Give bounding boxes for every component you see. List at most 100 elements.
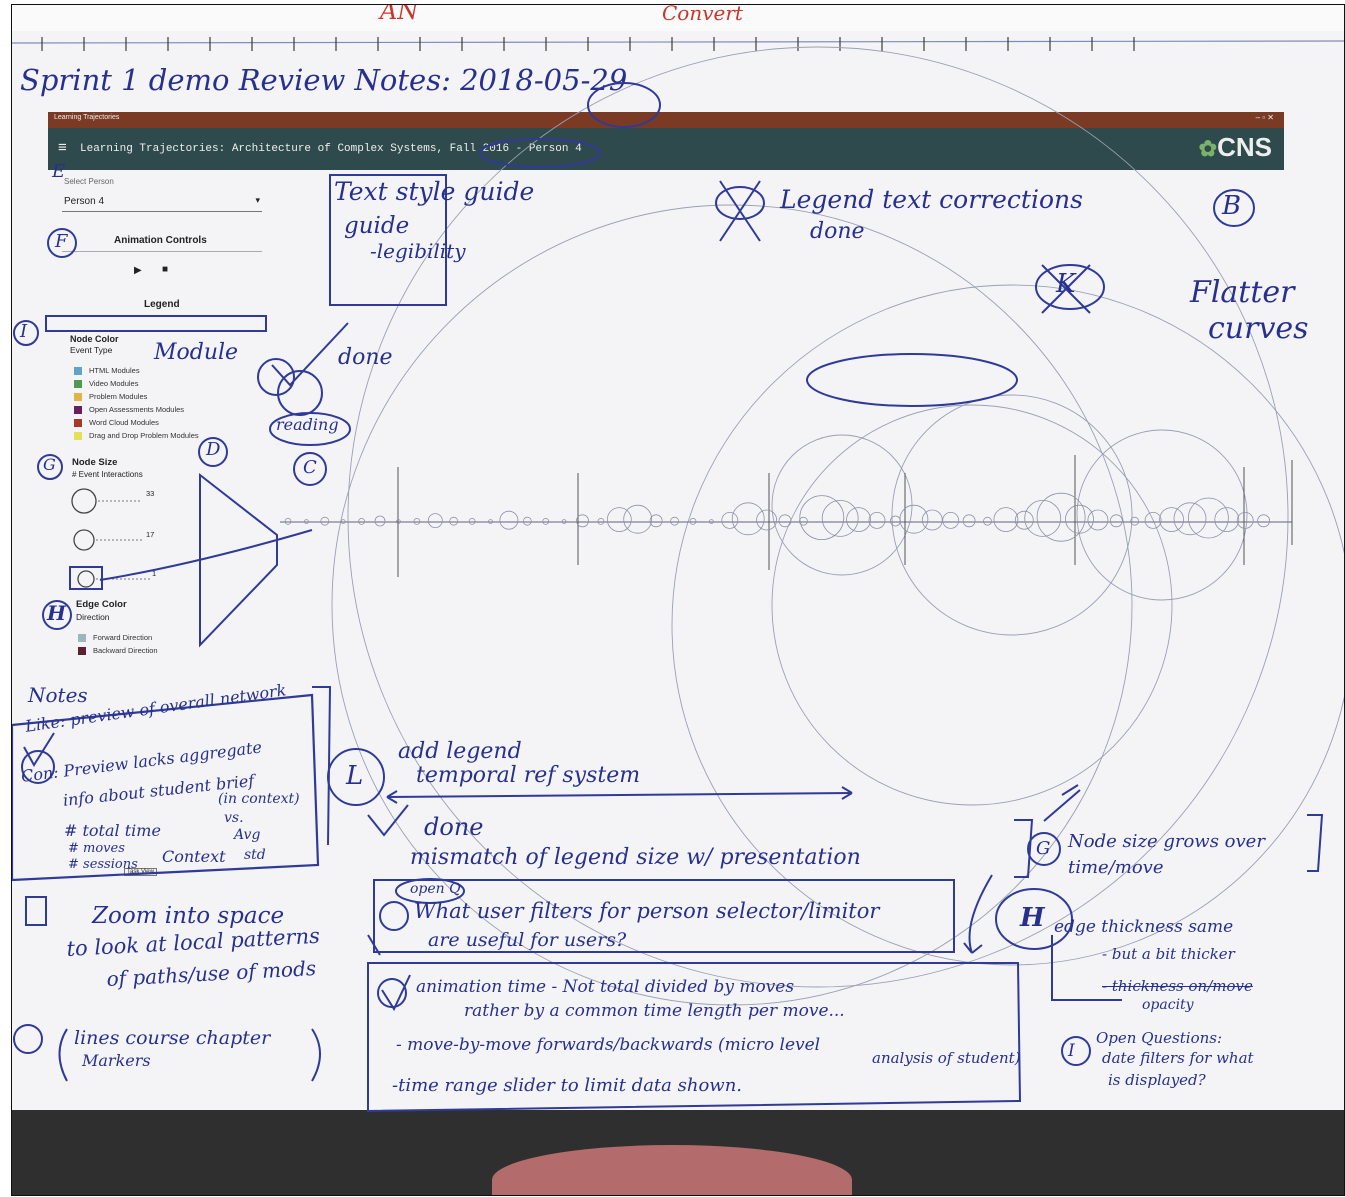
top-red-scribble-1: AN: [380, 4, 419, 25]
edge-color-swatch: [78, 634, 86, 642]
person-select[interactable]: Person 4 ▾: [62, 195, 262, 212]
network-node: [623, 504, 653, 534]
network-node: [993, 507, 1019, 532]
note-text-style-guide: Text style guide: [334, 177, 535, 206]
node-size-value-large: 33: [146, 489, 155, 498]
note-reading: reading: [276, 415, 339, 434]
note-con-3: (in context): [218, 791, 300, 807]
note-vs: vs.: [224, 810, 244, 826]
arc-circle: [331, 204, 1133, 1006]
network-node: [821, 500, 859, 537]
node-size-value-small: 1: [152, 569, 157, 578]
arc-circle: [671, 284, 1344, 966]
note-open-q: open Q: [410, 881, 461, 897]
note-moves: # moves: [68, 841, 125, 856]
pen-check: [1043, 784, 1081, 822]
pen-circle: [587, 82, 661, 128]
pen-circle: [47, 228, 77, 258]
arc-circle: [1076, 429, 1248, 601]
node-color-label: Problem Modules: [89, 392, 148, 401]
edge-bracket: [1051, 935, 1122, 1001]
notes-bracket: [312, 686, 332, 846]
network-node: [983, 516, 992, 526]
pen-circle: [13, 320, 39, 346]
drawing-canvas: [12, 46, 1344, 1113]
note-edge-4: opacity: [1142, 997, 1194, 1013]
note-letter-h-right: H: [1020, 903, 1045, 933]
pen-annotations: [12, 82, 1324, 1113]
background-cloth: [492, 1145, 852, 1195]
network-node: [756, 509, 777, 531]
note-mismatch: mismatch of legend size w/ presentation: [410, 845, 861, 870]
note-animation-4: analysis of student): [872, 1049, 1021, 1067]
legend-box: [45, 315, 267, 332]
network-node: [374, 515, 386, 527]
pen-circle: [379, 901, 409, 931]
network-node: [709, 519, 714, 524]
network-node: [846, 507, 871, 532]
arc-circle: [347, 46, 1289, 988]
note-edge-2: - but a bit thicker: [1102, 945, 1235, 963]
node-color-title: Node Color: [70, 334, 119, 344]
hamburger-menu-icon[interactable]: ≡: [58, 139, 67, 156]
note-flatter: Flatter: [1190, 275, 1295, 310]
note-animation-5: -time range slider to limit data shown.: [392, 1075, 743, 1096]
note-node-size-grows-2: time/move: [1068, 857, 1164, 878]
arc-circle: [771, 434, 913, 576]
network-node: [358, 518, 366, 525]
legend-title: Legend: [144, 299, 180, 310]
node-size-value-medium: 17: [146, 530, 155, 539]
pen-circle: [37, 454, 63, 480]
divider: [62, 251, 262, 252]
note-node-size-grows-1: Node size grows over: [1068, 831, 1265, 852]
network-node: [468, 518, 476, 525]
network-nodes: [284, 492, 1270, 542]
play-icon[interactable]: ▶: [134, 265, 142, 276]
pen-box: [69, 566, 103, 590]
node-size-circle-small: [77, 570, 95, 588]
network-node: [542, 518, 550, 525]
note-avg: Avg: [234, 827, 261, 843]
stop-icon[interactable]: ■: [162, 264, 169, 275]
node-color-swatch: [74, 367, 82, 375]
edge-color-title: Edge Color: [76, 599, 127, 610]
node-color-swatch: [74, 406, 82, 414]
open-q-box: [373, 879, 955, 953]
network-node: [942, 512, 960, 529]
network-node: [522, 516, 532, 526]
network-node: [303, 519, 309, 524]
pen-circle: [395, 878, 465, 904]
pen-circle: [21, 750, 55, 784]
note-add-legend: add legend: [398, 739, 522, 764]
paper-sheet: [12, 31, 1344, 1121]
pen-circle: [715, 186, 765, 220]
note-user-filters-1: What user filters for person selector/li…: [414, 899, 880, 923]
arrow-heads: [386, 786, 853, 804]
title-note: Sprint 1 demo Review Notes: 2018-05-29: [20, 63, 628, 97]
note-done-1: done: [338, 345, 393, 370]
pen-circle: [479, 138, 601, 168]
app-header: ≡ Learning Trajectories: Architecture of…: [48, 128, 1284, 170]
note-lines-1: lines course chapter: [74, 1027, 271, 1049]
temporal-arrow: [386, 792, 853, 798]
network-node: [413, 518, 421, 525]
window-controls[interactable]: – ▫ ✕: [1255, 113, 1274, 122]
pen-check: [271, 322, 349, 387]
network-node: [1014, 510, 1034, 530]
node-color-label: Open Assessments Modules: [89, 405, 185, 414]
pen-circle: [1213, 189, 1255, 227]
pen-circle: [995, 888, 1073, 950]
node-color-label: HTML Modules: [89, 366, 140, 375]
header-title: Learning Trajectories: Architecture of C…: [80, 143, 582, 155]
network-node: [899, 504, 929, 534]
note-sessions: # sessions: [68, 857, 138, 872]
network-node: [1036, 492, 1086, 542]
network-node: [1065, 504, 1094, 534]
network-node: [576, 514, 589, 528]
network-node: [1159, 507, 1184, 532]
network-node: [395, 519, 401, 524]
network-node: [1214, 507, 1240, 532]
network-node: [962, 514, 976, 528]
pen-circle: [806, 353, 1018, 407]
network-node: [561, 519, 567, 524]
